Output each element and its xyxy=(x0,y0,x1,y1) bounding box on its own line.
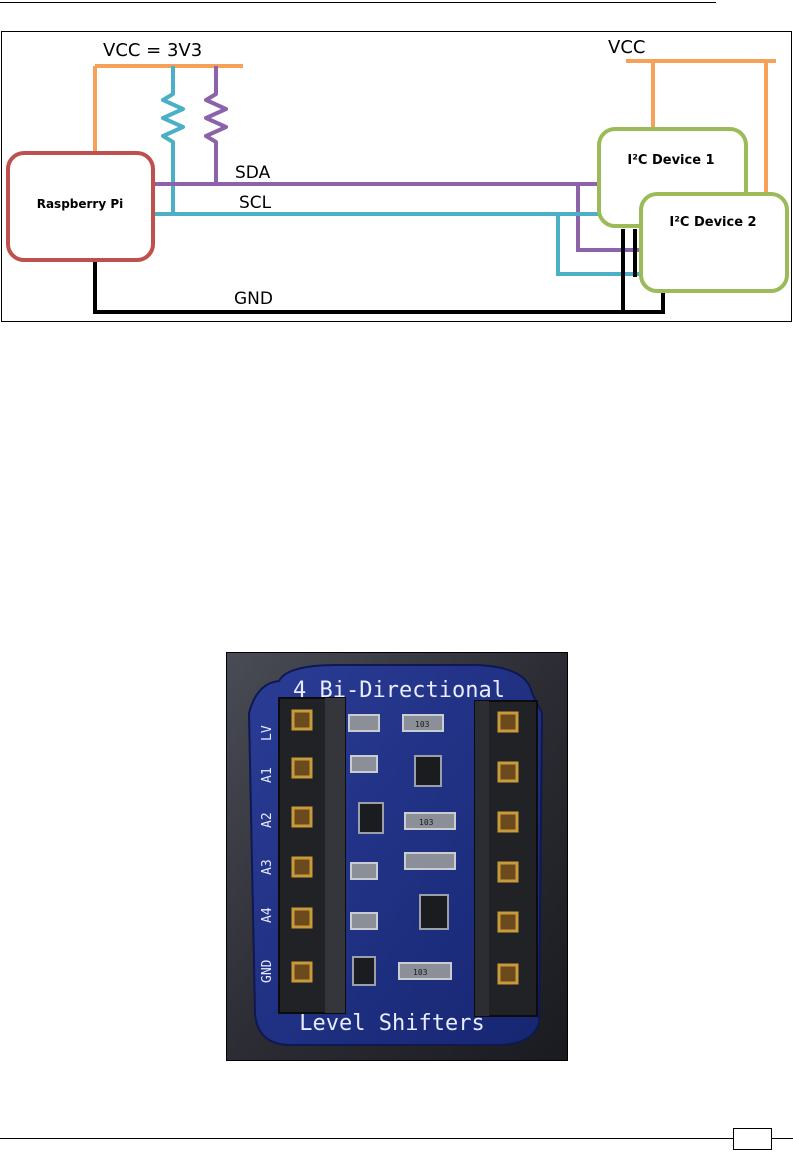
pin-label-a4: A4 xyxy=(260,907,275,923)
pin-label-a2: A2 xyxy=(260,812,275,828)
vcc-right-label: VCC xyxy=(608,37,645,58)
page-number-box xyxy=(733,1128,772,1150)
pin-label-a3: A3 xyxy=(260,859,275,875)
raspberry-pi-box xyxy=(6,151,155,262)
i2c-wiring-diagram: Raspberry Pi I²C Device 1 I²C Device 2 V… xyxy=(6,37,789,314)
scl-line xyxy=(153,212,641,276)
level-shifter-board-photo: 4 Bi-Directional Level Shifters GND A4 A… xyxy=(227,653,567,1060)
top-rule xyxy=(0,2,716,3)
gnd-label: GND xyxy=(234,289,273,309)
gnd-line xyxy=(93,229,665,314)
pin-label-a1: A1 xyxy=(260,767,275,783)
sda-pullup-resistor xyxy=(204,66,228,184)
i2c-device-2-label: I²C Device 2 xyxy=(669,215,756,230)
resistor-marking-3: 103 xyxy=(413,968,428,977)
vcc-right-rail xyxy=(626,59,776,194)
side-pin-labels: GND A4 A3 A2 A1 LV xyxy=(260,725,275,983)
right-pin-header xyxy=(474,700,538,1017)
vcc-left-rail xyxy=(93,64,243,153)
bottom-rule xyxy=(0,1138,793,1139)
sda-label: SDA xyxy=(235,163,271,183)
scl-pullup-resistor xyxy=(161,66,185,214)
i2c-device-1-label: I²C Device 1 xyxy=(627,153,714,168)
left-pin-header xyxy=(278,697,346,1014)
raspberry-pi-label: Raspberry Pi xyxy=(37,197,124,211)
board-bottom-text: Level Shifters xyxy=(299,1011,484,1036)
pin-label-gnd: GND xyxy=(260,959,275,983)
sda-line xyxy=(153,182,641,252)
resistor-marking-2: 103 xyxy=(419,818,434,827)
smd-components: 103 103 103 xyxy=(348,714,456,986)
scl-label: SCL xyxy=(239,193,272,213)
diagram-frame xyxy=(1,31,792,322)
pin-label-lv: LV xyxy=(260,725,275,741)
i2c-device-2-box xyxy=(639,192,789,293)
resistor-marking-1: 103 xyxy=(415,720,430,729)
vcc-3v3-label: VCC = 3V3 xyxy=(103,40,202,61)
